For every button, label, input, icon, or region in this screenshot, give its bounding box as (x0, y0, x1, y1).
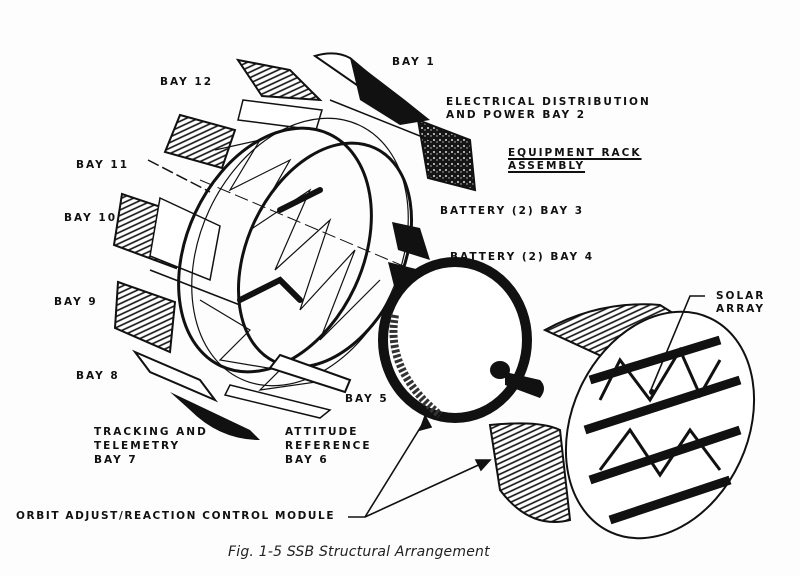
label-bay-6-line3: BAY 6 (285, 454, 329, 466)
panel-bay-9 (113, 269, 241, 354)
label-bay-4: BATTERY (2) BAY 4 (450, 251, 595, 263)
label-bay-5: BAY 5 (345, 393, 389, 405)
panel-bay-11 (147, 113, 237, 193)
panel-bay-3 (392, 222, 430, 260)
label-bay-2-line1: ELECTRICAL DISTRIBUTION (446, 96, 651, 108)
panel-bay-2 (329, 99, 477, 192)
label-bay-7-line1: TRACKING AND (94, 426, 208, 438)
label-rack-line2: ASSEMBLY (508, 160, 586, 172)
label-bay-7-line3: BAY 7 (94, 454, 138, 466)
solar-array-drum (488, 303, 756, 540)
label-bay-6-line2: REFERENCE (285, 440, 372, 452)
figure-caption: Fig. 1-5 SSB Structural Arrangement (228, 544, 490, 560)
label-solar-line1: SOLAR (716, 290, 766, 302)
label-bay-6-line1: ATTITUDE (285, 426, 359, 438)
panel-bay-12 (235, 58, 323, 131)
label-bay-10: BAY 10 (64, 212, 117, 224)
orbit-adjust-module (378, 257, 544, 423)
label-bay-7-line2: TELEMETRY (94, 440, 181, 452)
panel-bay-8 (131, 349, 260, 440)
panel-bay-10 (112, 192, 221, 282)
label-bay-2-line2: AND POWER BAY 2 (446, 109, 587, 121)
label-orbit-adjust-module: ORBIT ADJUST/REACTION CONTROL MODULE (16, 510, 336, 522)
label-bay-11: BAY 11 (76, 159, 129, 171)
label-bay-9: BAY 9 (54, 296, 98, 308)
leader-lines (348, 295, 705, 518)
label-bay-12: BAY 12 (160, 76, 213, 88)
label-rack-line1: EQUIPMENT RACK (508, 147, 642, 159)
label-bay-8: BAY 8 (76, 370, 120, 382)
panel-bay-5 (223, 353, 352, 419)
label-bay-1: BAY 1 (392, 56, 436, 68)
label-bay-3: BATTERY (2) BAY 3 (440, 205, 585, 217)
panel-bay-1 (312, 52, 430, 125)
label-solar-line2: ARRAY (716, 303, 766, 315)
